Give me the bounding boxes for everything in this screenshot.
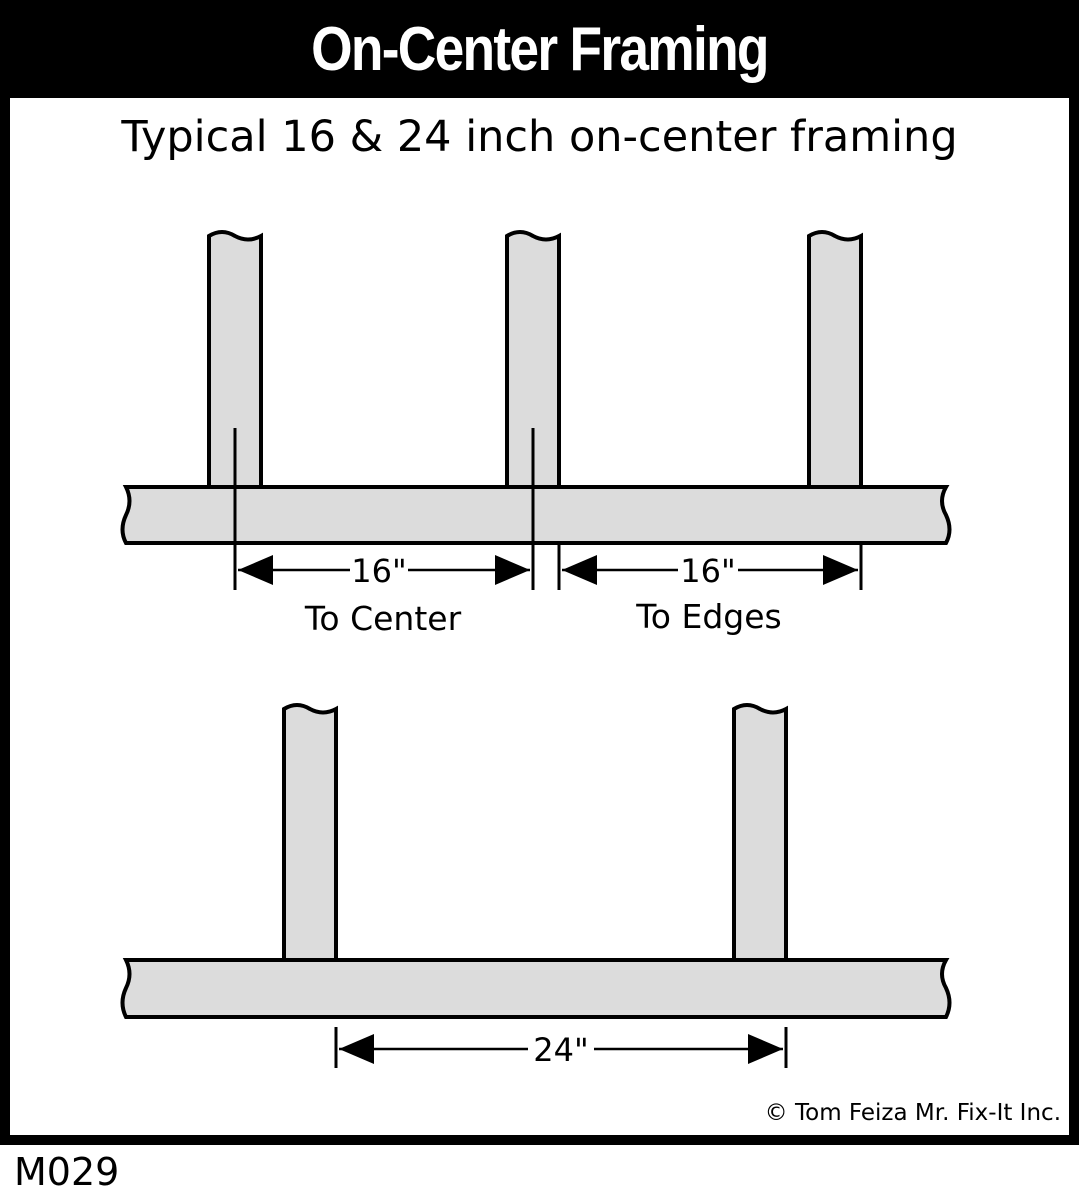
copyright-credit: © Tom Feiza Mr. Fix-It Inc. — [764, 1100, 1061, 1126]
dim-edges-value: 16" — [680, 552, 735, 590]
stud-2 — [505, 230, 561, 487]
dim-center-value: 16" — [351, 552, 406, 590]
stud-4 — [282, 703, 338, 960]
subtitle: Typical 16 & 24 inch on-center framing — [121, 112, 958, 162]
stud-3 — [807, 230, 863, 487]
plate-bottom — [120, 958, 952, 1019]
illustration-frame — [0, 0, 1079, 1145]
page-title: On-Center Framing — [311, 14, 769, 84]
top-framing: 16" To Center 16" To Edges — [120, 230, 952, 638]
figure-code: M029 — [14, 1150, 120, 1194]
framing-diagram: 16" To Center 16" To Edges 24" — [120, 230, 952, 1069]
plate-top — [120, 485, 952, 545]
stud-5 — [732, 703, 788, 960]
stud-1 — [207, 230, 263, 487]
bottom-framing: 24" — [120, 703, 952, 1069]
dim-edges-label: To Edges — [635, 597, 781, 636]
title-bar: On-Center Framing — [0, 0, 1079, 98]
dim-24-value: 24" — [533, 1031, 588, 1069]
dim-center-label: To Center — [304, 599, 462, 638]
